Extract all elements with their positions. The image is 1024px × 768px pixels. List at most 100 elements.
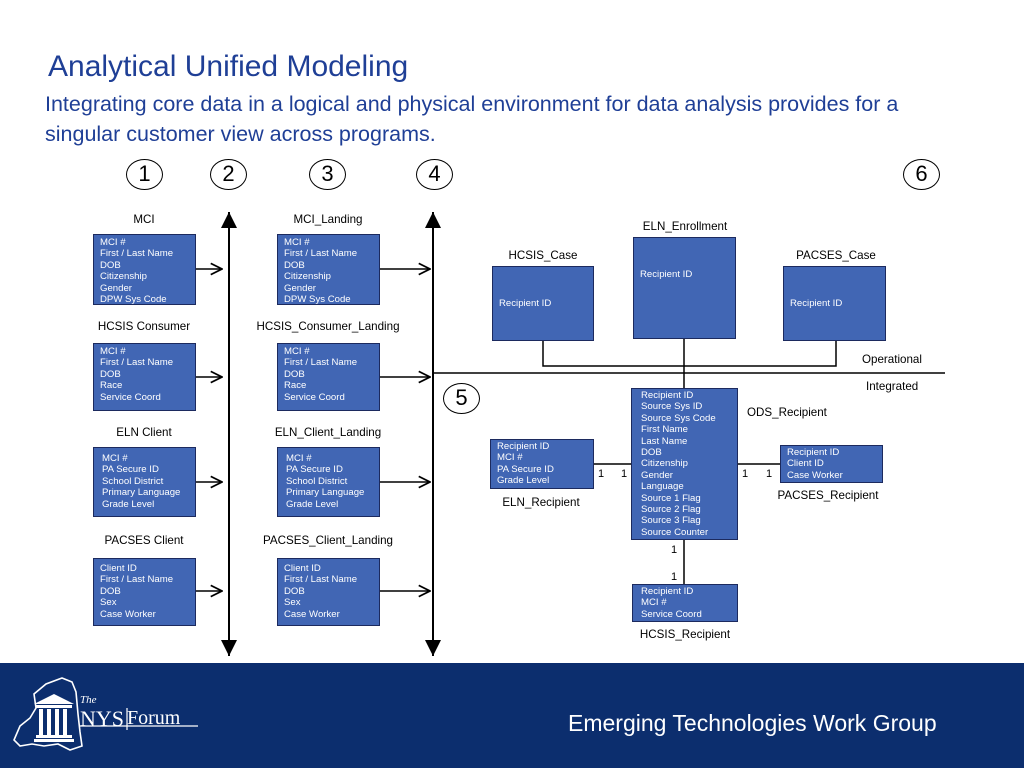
field: First / Last Name [100, 357, 174, 369]
field: Citizenship [284, 271, 331, 283]
hcsis-consumer-source-table: MCI # First / Last Name DOB Race Service… [93, 343, 196, 411]
field: MCI # [100, 346, 126, 357]
mci-landing-table: MCI # First / Last Name DOB Citizenship … [277, 234, 380, 305]
field: Source 3 Flag [641, 515, 701, 527]
source-label: HCSIS Consumer [97, 320, 191, 333]
field: MCI # [284, 237, 310, 248]
field: MCI # [102, 453, 128, 464]
integrated-label: Integrated [866, 380, 919, 393]
field: Primary Language [102, 487, 181, 499]
field: Case Worker [100, 608, 156, 620]
landing-label: PACSES_Client_Landing [263, 534, 393, 547]
field: Grade Level [102, 498, 155, 510]
eln-recipient-label: ELN_Recipient [502, 496, 580, 509]
field: PA Secure ID [286, 464, 343, 476]
field: Recipient ID [790, 298, 843, 309]
field: PA Secure ID [497, 463, 554, 475]
hcsis-recipient-label: HCSIS_Recipient [639, 628, 731, 641]
logo-nys: NYS [80, 706, 125, 731]
field: Client ID [100, 563, 137, 574]
field: Citizenship [641, 458, 688, 470]
cardinality-label: 1 [598, 468, 605, 480]
field: DPW Sys Code [100, 294, 167, 306]
cardinality-label: 1 [621, 468, 628, 480]
landing-label: MCI_Landing [293, 213, 363, 226]
field: Last Name [641, 435, 688, 447]
field: DPW Sys Code [284, 294, 351, 306]
field: DOB [100, 585, 121, 597]
field: Language [641, 481, 684, 493]
diagram-lines [195, 212, 945, 656]
eln-client-source-table: MCI # PA Secure ID School District Prima… [93, 447, 196, 517]
field: Service Coord [284, 391, 345, 403]
field: Service Coord [641, 608, 702, 620]
ods-recipient-table: Recipient ID Source Sys ID Source Sys Co… [631, 388, 738, 540]
logo-the: The [80, 694, 97, 706]
field: Race [100, 380, 123, 392]
field: Sex [284, 597, 301, 609]
eln-client-landing-table: MCI # PA Secure ID School District Prima… [277, 447, 380, 517]
hcsis-consumer-landing-table: MCI # First / Last Name DOB Race Service… [277, 343, 380, 411]
field: DOB [284, 585, 305, 597]
field: MCI # [286, 453, 312, 464]
field: First / Last Name [284, 357, 358, 369]
field: Source Counter [641, 526, 709, 538]
field: Recipient ID [497, 441, 550, 452]
step-3-circle: 3 [309, 159, 346, 190]
landing-label: HCSIS_Consumer_Landing [256, 320, 400, 333]
field: Service Coord [100, 391, 161, 403]
operational-label: Operational [862, 353, 922, 366]
step-5-circle: 5 [443, 383, 480, 414]
field: Race [284, 380, 307, 392]
field: First / Last Name [100, 248, 174, 260]
field: Citizenship [100, 271, 147, 283]
field: MCI # [641, 597, 667, 609]
cardinality-label: 1 [671, 571, 678, 583]
field: Primary Language [286, 487, 365, 499]
field: Source 2 Flag [641, 504, 701, 516]
field: Recipient ID [641, 390, 694, 401]
hcsis-case-table: Recipient ID [492, 266, 594, 341]
pacses-case-table: Recipient ID [783, 266, 886, 341]
pacses-recipient-table: Recipient ID Client ID Case Worker [780, 445, 883, 483]
field: DOB [284, 259, 305, 271]
field: First / Last Name [284, 574, 358, 586]
field: School District [286, 475, 348, 487]
source-label: ELN Client [116, 426, 172, 439]
step-4-circle: 4 [416, 159, 453, 190]
field: First / Last Name [100, 574, 174, 586]
field: Recipient ID [641, 586, 694, 597]
cardinality-label: 1 [742, 468, 749, 480]
field: Source Sys Code [641, 412, 716, 424]
source-label: MCI [133, 213, 155, 226]
field: Gender [100, 282, 132, 294]
field: Source Sys ID [641, 401, 703, 413]
footer-group-name: Emerging Technologies Work Group [568, 710, 937, 736]
field: MCI # [100, 237, 126, 248]
field: DOB [284, 368, 305, 380]
source-label: PACSES Client [104, 534, 184, 547]
field: MCI # [284, 346, 310, 357]
pacses-case-label: PACSES_Case [796, 249, 876, 262]
mci-source-table: MCI # First / Last Name DOB Citizenship … [93, 234, 196, 305]
field: DOB [100, 368, 121, 380]
step-2-circle: 2 [210, 159, 247, 190]
pacses-recipient-label: PACSES_Recipient [777, 489, 879, 502]
landing-label: ELN_Client_Landing [274, 426, 382, 439]
operational-connector [542, 340, 837, 367]
ods-recipient-label: ODS_Recipient [747, 406, 827, 419]
field: Gender [284, 282, 316, 294]
field: PA Secure ID [102, 464, 159, 476]
pacses-client-landing-table: Client ID First / Last Name DOB Sex Case… [277, 558, 380, 626]
field: MCI # [497, 452, 523, 464]
step-6-circle: 6 [903, 159, 940, 190]
cardinality-label: 1 [766, 468, 773, 480]
footer-bar [0, 663, 1024, 768]
slide-title: Analytical Unified Modeling [48, 50, 409, 83]
field: School District [102, 475, 164, 487]
logo-forum: Forum [127, 707, 181, 729]
field: Recipient ID [640, 269, 693, 280]
field: Case Worker [284, 608, 340, 620]
field: First Name [641, 424, 688, 436]
cardinality-label: 1 [671, 544, 678, 556]
